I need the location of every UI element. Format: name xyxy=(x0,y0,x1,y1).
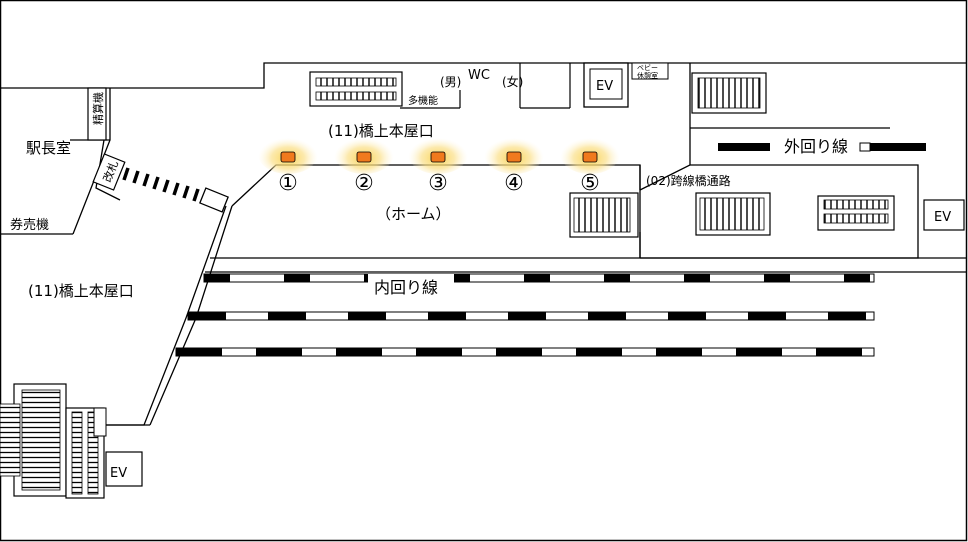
bridge-label: (02)跨線橋通路 xyxy=(646,173,731,188)
stairs-platform-left xyxy=(569,192,639,238)
boarding-position-4: ④ xyxy=(484,134,544,196)
wc-women-label: (女) xyxy=(502,74,523,89)
platform-outline xyxy=(0,63,966,426)
boarding-position-2: ② xyxy=(334,134,394,196)
fare-adjust-label: 精算機 xyxy=(91,92,105,125)
station-master-label: 駅長室 xyxy=(26,139,71,157)
inner-line-label-bg xyxy=(368,274,454,298)
track-inner-3 xyxy=(175,347,875,357)
boarding-position-5: ⑤ xyxy=(560,134,620,196)
boarding-position-3: ③ xyxy=(408,134,468,196)
service-walls xyxy=(400,63,571,109)
escalator-top-left xyxy=(309,71,403,107)
exit-left-label: (11)橋上本屋口 xyxy=(28,282,134,300)
platform-label: （ホーム） xyxy=(376,205,451,223)
wc-label: WC xyxy=(468,68,490,83)
boarding-position-number: ① xyxy=(278,171,298,196)
ev-right-label: EV xyxy=(934,210,951,225)
baby-room-label-1: ベビー xyxy=(637,63,658,72)
fare-adjust-box xyxy=(87,87,107,141)
outer-line-label: 外回り線 xyxy=(784,137,848,156)
track-inner-2 xyxy=(187,311,875,321)
inner-line-label: 内回り線 xyxy=(374,278,438,297)
baby-room-label-2: 休憩室 xyxy=(637,71,658,80)
boarding-position-number: ⑤ xyxy=(580,171,600,196)
gate-turnstiles xyxy=(122,167,200,202)
ticket-machine-label: 券売機 xyxy=(10,217,49,233)
baby-room-box xyxy=(631,62,669,80)
stairs-top-right xyxy=(691,72,767,114)
track-inner-1 xyxy=(203,273,875,283)
elevator-top xyxy=(583,62,629,108)
wc-men-label: (男) xyxy=(440,75,461,89)
escalator-bridge-right xyxy=(817,195,895,231)
elevator-right xyxy=(923,199,965,231)
stairs-bottom-left xyxy=(0,383,107,499)
stairs-bridge-middle xyxy=(695,192,771,236)
ev-top-label: EV xyxy=(596,79,613,94)
boarding-position-1: ① xyxy=(258,134,318,196)
wc-multi-label: 多機能 xyxy=(408,94,438,107)
gate-end-box xyxy=(199,187,229,213)
boarding-position-markers: ① ② ③ ④ ⑤ xyxy=(258,134,620,196)
boarding-position-number: ③ xyxy=(428,171,448,196)
boarding-position-number: ② xyxy=(354,171,374,196)
ev-bottom-label: EV xyxy=(110,466,127,481)
boarding-position-number: ④ xyxy=(504,171,524,196)
elevator-bottom xyxy=(105,451,143,487)
exit-upper-label: (11)橋上本屋口 xyxy=(328,122,434,140)
track-outer xyxy=(718,142,926,152)
ticket-gate-box xyxy=(92,153,126,191)
